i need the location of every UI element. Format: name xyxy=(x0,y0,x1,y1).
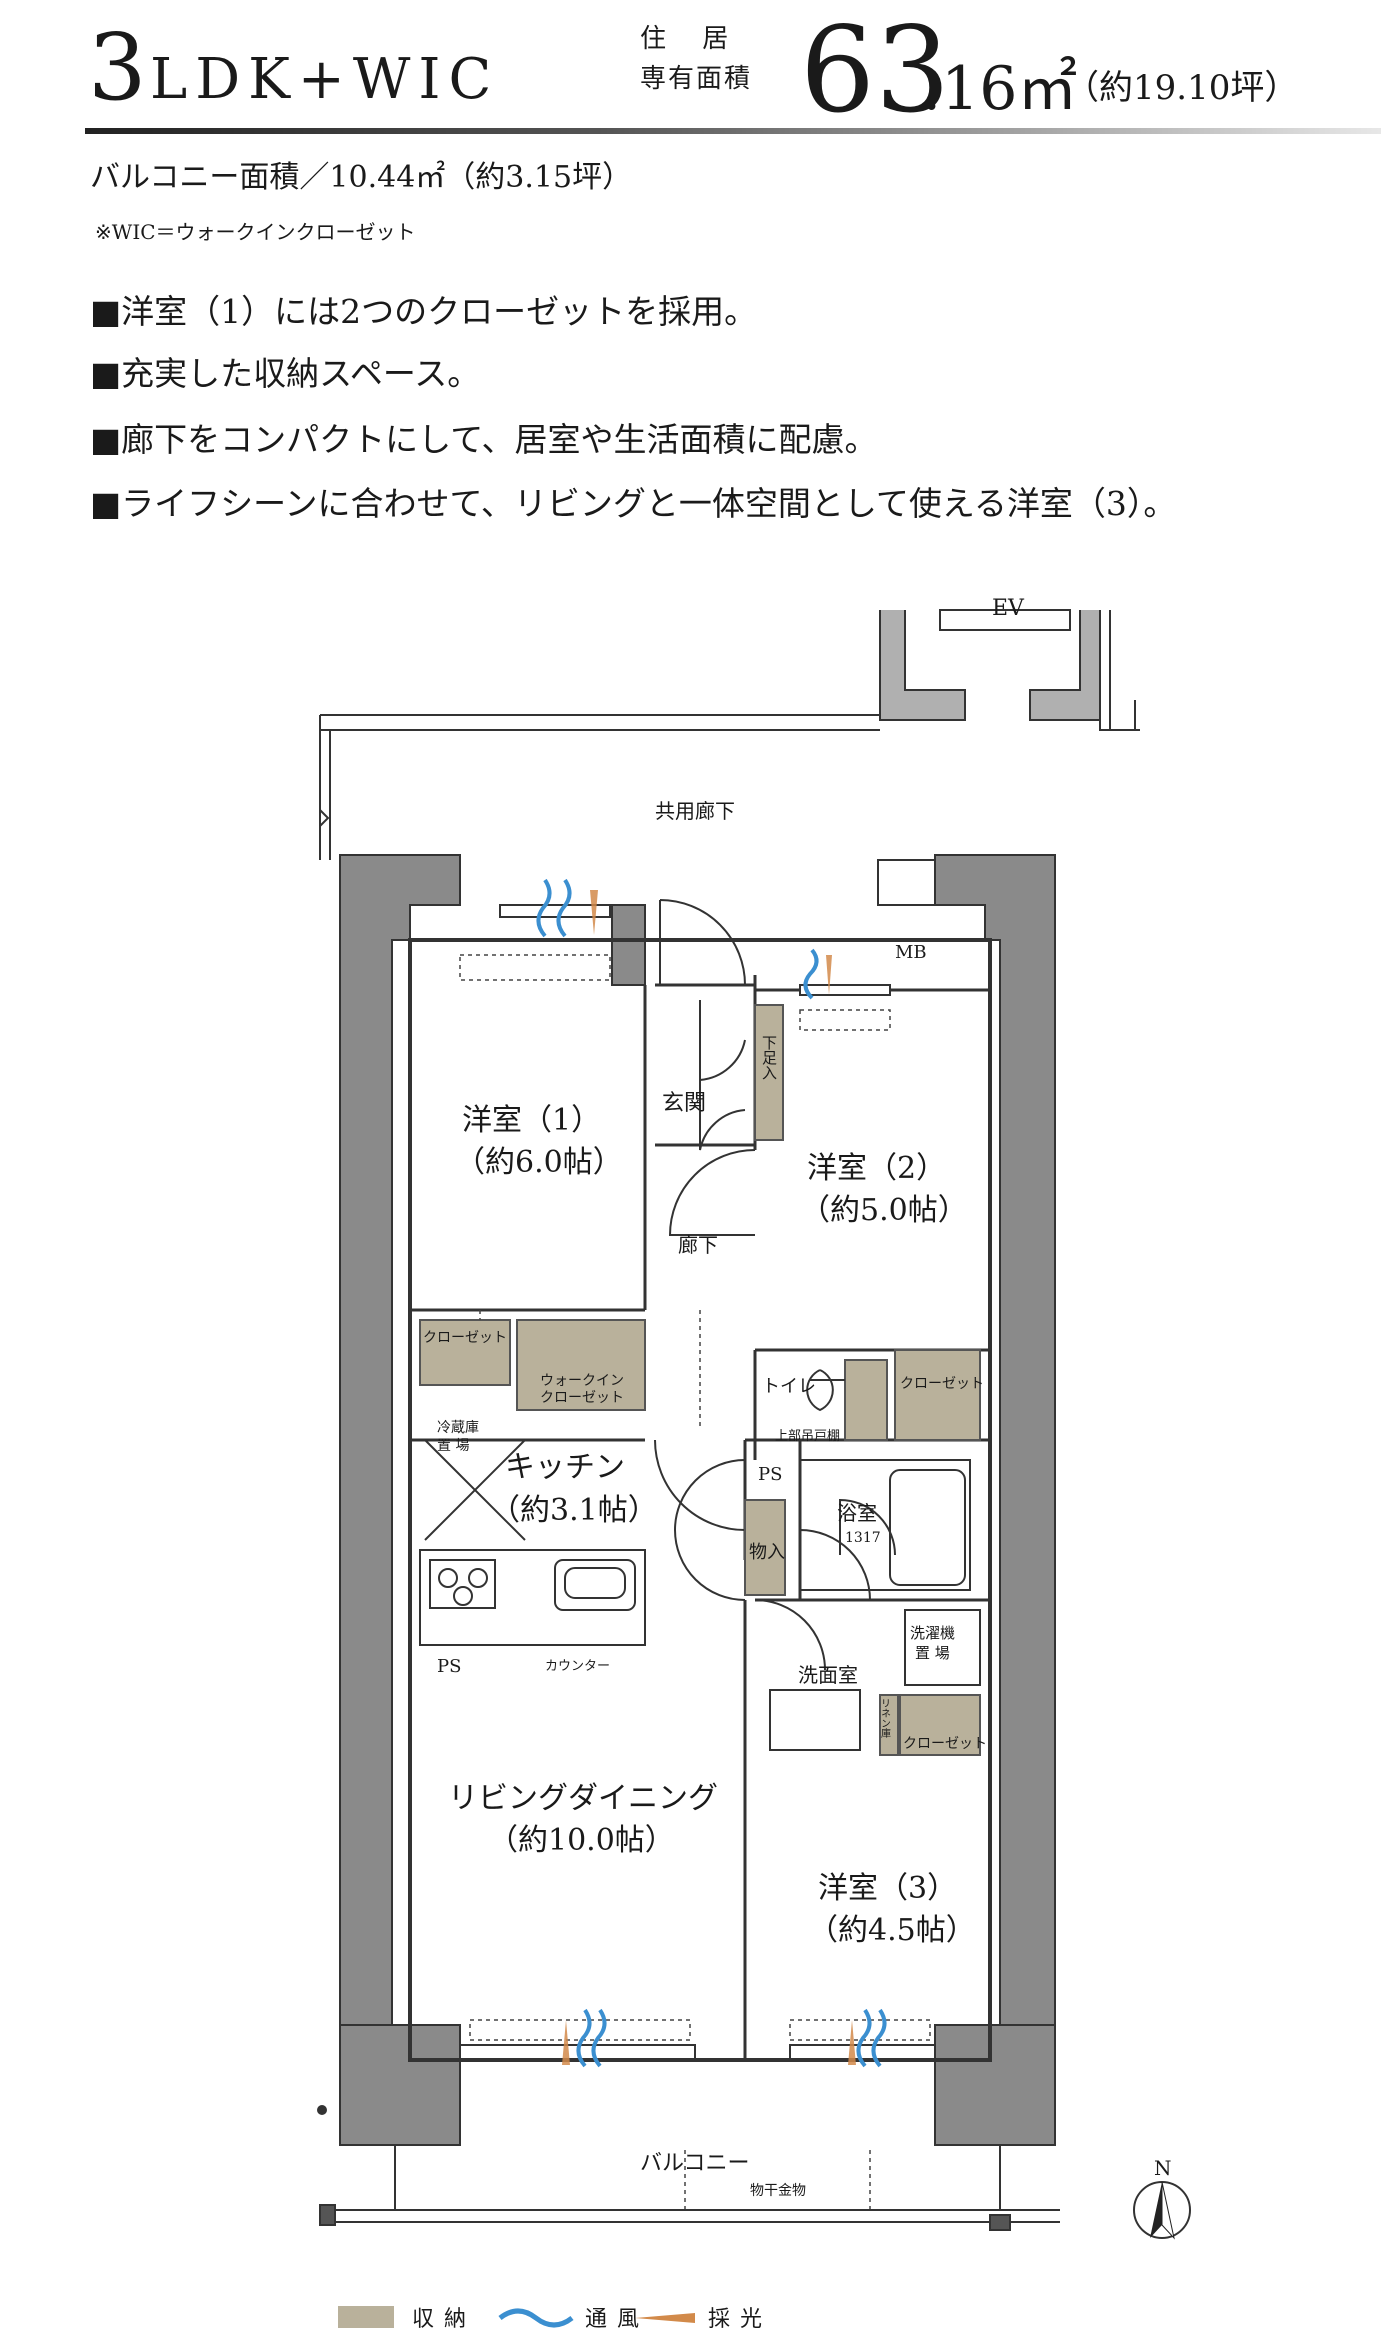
kitchen-name: キッチン xyxy=(505,1450,625,1485)
floor-plan: EV 共用廊下 xyxy=(317,596,1191,2332)
ld-name: リビングダイニング xyxy=(448,1781,718,1816)
counter-label: カウンター xyxy=(545,1659,610,1674)
ps-label: PS xyxy=(758,1464,782,1485)
area-decimal: .16㎡ xyxy=(922,54,1078,124)
corridor-lines xyxy=(319,714,880,860)
shoe-box-label: 下足入 xyxy=(760,1035,778,1080)
room1-closet-label: クローゼット xyxy=(423,1330,507,1346)
balcony-label: バルコニー xyxy=(640,2151,750,2176)
storage-label: 物入 xyxy=(749,1542,785,1563)
unit-header: 3 LDK+WIC 住 居 専有面積 63 .16㎡ （約19.10坪） バルコ… xyxy=(0,0,1381,560)
legend: 収納 通風 採光 xyxy=(338,2306,772,2332)
wic-label-line2: クローゼット xyxy=(540,1390,624,1406)
mb-label: MB xyxy=(895,942,927,963)
storage-areas xyxy=(419,1004,981,1756)
fridge-label-line1: 冷蔵庫 xyxy=(437,1419,479,1436)
feature-item: ■ライフシーンに合わせて、リビングと一体空間として使える洋室（3）。 xyxy=(90,484,1177,523)
washer-label-line2: 置 場 xyxy=(915,1644,950,1662)
dashed-lines xyxy=(459,954,931,2210)
toilet-label: トイレ xyxy=(762,1376,816,1397)
common-corridor-label: 共用廊下 xyxy=(655,799,735,823)
hallway-label: 廊下 xyxy=(678,1233,718,1257)
bath-label: 浴室 xyxy=(837,1501,877,1525)
legend-storage-label: 収納 xyxy=(412,2307,476,2332)
room1-size: （約6.0帖） xyxy=(455,1145,623,1180)
balcony-area: バルコニー面積／10.44㎡（約3.15坪） xyxy=(90,160,633,195)
ld-size: （約10.0帖） xyxy=(488,1823,675,1858)
fridge-label-line2: 置 場 xyxy=(437,1438,469,1454)
wic-label-line1: ウォークイン xyxy=(540,1373,624,1389)
north-label: N xyxy=(1154,2156,1172,2180)
entrance-label: 玄関 xyxy=(662,1091,706,1116)
bath-size-label: 1317 xyxy=(845,1530,881,1546)
unit-type-number: 3 xyxy=(88,14,149,121)
legend-daylight-icon xyxy=(635,2313,695,2323)
feature-item: ■廊下をコンパクトにして、居室や生活面積に配慮。 xyxy=(90,420,878,459)
kitchen-size: （約3.1帖） xyxy=(490,1493,658,1528)
area-tsubo: （約19.10坪） xyxy=(1065,68,1299,108)
legend-ventilation-icon xyxy=(498,2308,574,2328)
area-label-line2: 専有面積 xyxy=(640,64,753,94)
header-rule xyxy=(85,128,1381,134)
ev-label: EV xyxy=(992,596,1025,621)
room3-name: 洋室（3） xyxy=(818,1871,957,1906)
area-integer: 63 xyxy=(800,1,951,139)
fixtures xyxy=(419,1369,981,1751)
area-label-line1: 住 居 xyxy=(640,24,743,54)
unit-type-suffix: LDK+WIC xyxy=(150,47,500,112)
structural-walls xyxy=(339,854,1056,2146)
wic-note: ※WIC＝ウォークインクローゼット xyxy=(95,220,416,244)
daylight-arrows xyxy=(562,890,856,2065)
north-compass: N xyxy=(1133,2156,1191,2240)
room2-name: 洋室（2） xyxy=(807,1151,946,1186)
washroom-label: 洗面室 xyxy=(798,1663,858,1687)
kitchen-ps-label: PS xyxy=(437,1656,461,1677)
room2-size: （約5.0帖） xyxy=(800,1193,968,1228)
ventilation-arrows xyxy=(536,878,887,2068)
legend-storage-swatch xyxy=(338,2306,394,2328)
room1-name: 洋室（1） xyxy=(462,1103,601,1138)
legend-ventilation-label: 通風 xyxy=(585,2307,649,2332)
washer-label-line1: 洗濯機 xyxy=(910,1624,955,1642)
washroom-closet-label: クローゼット xyxy=(903,1736,987,1752)
room3-size: （約4.5帖） xyxy=(808,1913,976,1948)
legend-daylight-label: 採光 xyxy=(708,2307,772,2332)
drying-hardware-label: 物干金物 xyxy=(750,2183,806,2199)
feature-item: ■充実した収納スペース。 xyxy=(90,354,481,393)
balcony-rail xyxy=(317,2105,1060,2231)
room2-closet-label: クローゼット xyxy=(900,1376,984,1392)
linen-label: リネン庫 xyxy=(879,1698,891,1739)
feature-item: ■洋室（1）には2つのクローゼットを採用。 xyxy=(90,292,758,331)
elevator-hall xyxy=(879,609,1140,731)
upper-cabinet-label: 上部吊戸棚 xyxy=(775,1429,840,1444)
